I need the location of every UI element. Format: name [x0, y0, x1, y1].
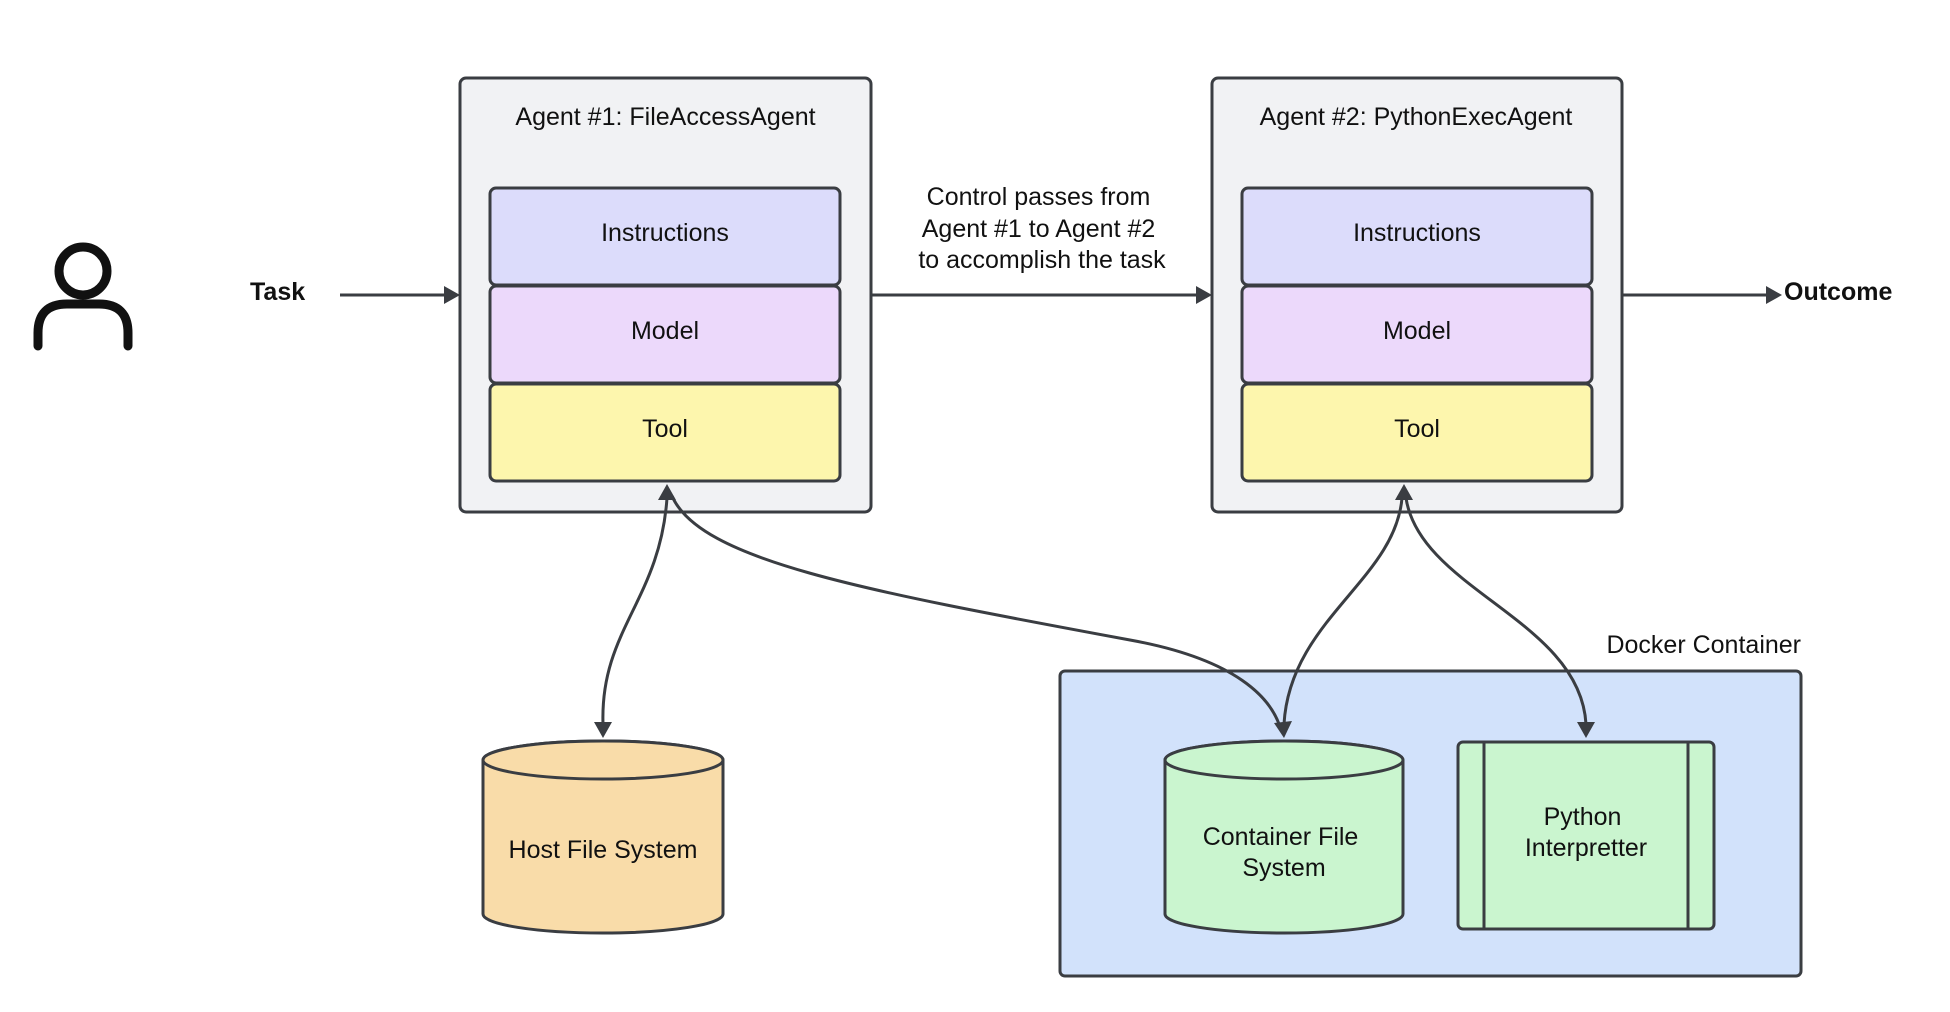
container-file-system: Container File System: [1163, 739, 1405, 935]
host-fs-top: [481, 739, 725, 781]
host-fs-label: Host File System: [509, 836, 698, 864]
container-fs-line-1: Container File: [1203, 823, 1359, 851]
python-line-2: Interpretter: [1525, 834, 1647, 862]
agent-2-model-label: Model: [1383, 317, 1451, 345]
task-arrow: [340, 286, 460, 304]
connector-tool1-hostfs: [594, 484, 676, 738]
connector-tool2-python: [1404, 497, 1595, 738]
container-fs-top: [1163, 739, 1405, 781]
python-interpreter: Python Interpretter: [1456, 740, 1716, 931]
connector-tool2-containerfs: [1282, 484, 1413, 725]
outcome-arrow: [1622, 286, 1782, 304]
python-interpreter-frame: [1456, 740, 1716, 931]
agent-2-instructions-label: Instructions: [1353, 219, 1481, 247]
agent-1-instructions-label: Instructions: [601, 219, 729, 247]
agent-2-box: Agent #2: PythonExecAgent Instructions M…: [1210, 76, 1624, 514]
agent-1-model-label: Model: [631, 317, 699, 345]
python-line-1: Python: [1544, 803, 1622, 831]
handoff-line-2: Agent #1 to Agent #2: [922, 215, 1156, 243]
host-file-system: Host File System: [481, 739, 725, 935]
connector-tool1-containerfs: [670, 495, 1292, 738]
docker-container-title: Docker Container: [1606, 631, 1801, 659]
task-label: Task: [250, 278, 305, 306]
handoff-text: Control passes from Agent #1 to Agent #2…: [918, 183, 1166, 274]
container-fs-label: Container File System: [1203, 823, 1366, 882]
handoff-line-1: Control passes from: [927, 183, 1151, 211]
handoff-arrow: [871, 286, 1212, 304]
container-fs-line-2: System: [1242, 854, 1325, 882]
agent-1-title: Agent #1: FileAccessAgent: [515, 103, 815, 131]
person-icon: [33, 242, 133, 351]
outcome-label: Outcome: [1784, 278, 1892, 306]
handoff-line-3: to accomplish the task: [918, 246, 1166, 274]
agent-2-tool-label: Tool: [1394, 415, 1440, 443]
agent-1-box: Agent #1: FileAccessAgent Instructions M…: [458, 76, 873, 514]
agent-2-tool: [1240, 382, 1594, 483]
agent-1-tool: [488, 382, 842, 483]
agent-1-tool-label: Tool: [642, 415, 688, 443]
agent-2-title: Agent #2: PythonExecAgent: [1260, 103, 1573, 131]
python-interpreter-label: Python Interpretter: [1525, 803, 1647, 862]
